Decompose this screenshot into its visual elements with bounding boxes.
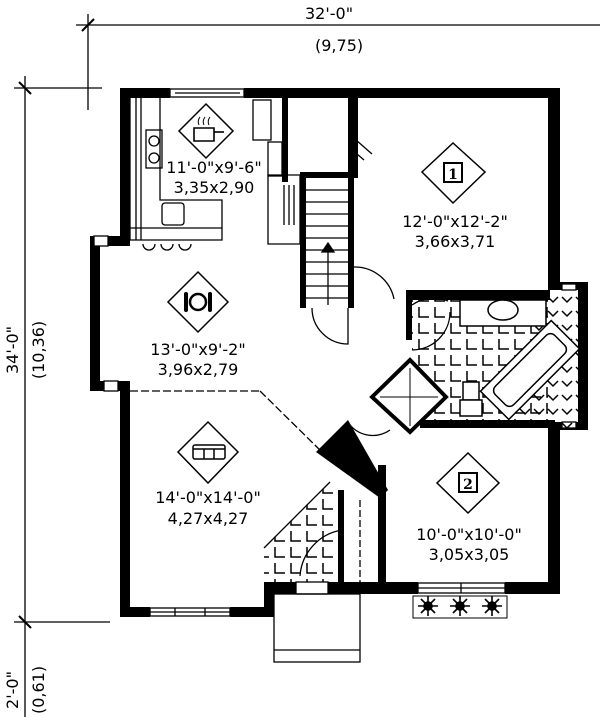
room-bedroom-1: 1 12'-0"x12'-2" 3,66x3,71 [402,141,508,251]
interior-walls [282,88,555,585]
svg-text:2: 2 [463,477,473,493]
dimension-lines [14,14,600,717]
room-living: 14'-0"x14'-0" 4,27x4,27 [155,420,261,528]
overall-depth-imperial: 34'-0" [3,326,22,374]
bedroom-2-size-imperial: 10'-0"x10'-0" [416,525,522,544]
foyer [263,481,361,663]
bedroom-2-size-metric: 3,05x3,05 [429,545,510,564]
kitchen-counters [129,98,301,251]
bedroom-1-size-imperial: 12'-0"x12'-2" [402,212,508,231]
plate-cutlery-icon [184,292,212,312]
porch-depth-imperial: 2'-0" [3,671,22,709]
bathroom [349,290,581,437]
bedroom-2-icon: 2 [458,472,478,493]
room-dining: 13'-0"x9'-2" 3,96x2,79 [150,270,246,379]
overall-width-metric: (9,75) [315,36,363,55]
overall-depth-metric: (10,36) [29,321,48,379]
kitchen-size-imperial: 11'-0"x9'-6" [166,158,261,177]
porch-depth-metric: (0,61) [29,666,48,714]
dining-size-imperial: 13'-0"x9'-2" [150,340,245,359]
bedroom-1-icon: 1 [443,162,463,183]
overall-width-imperial: 32'-0" [305,4,353,23]
kitchen-size-metric: 3,35x2,90 [174,178,255,197]
living-size-metric: 4,27x4,27 [168,509,249,528]
room-bedroom-2: 2 10'-0"x10'-0" 3,05x3,05 [416,451,522,564]
stairs [306,139,395,345]
room-kitchen: 11'-0"x9'-6" 3,35x2,90 [166,102,262,197]
dining-size-metric: 3,96x2,79 [158,360,239,379]
svg-text:1: 1 [448,167,458,183]
exterior-walls [90,88,588,617]
shrubs [412,595,508,619]
living-size-imperial: 14'-0"x14'-0" [155,488,261,507]
bedroom-1-size-metric: 3,66x3,71 [415,232,496,251]
sofa-icon [192,444,226,460]
cooking-pot-icon [193,116,224,142]
